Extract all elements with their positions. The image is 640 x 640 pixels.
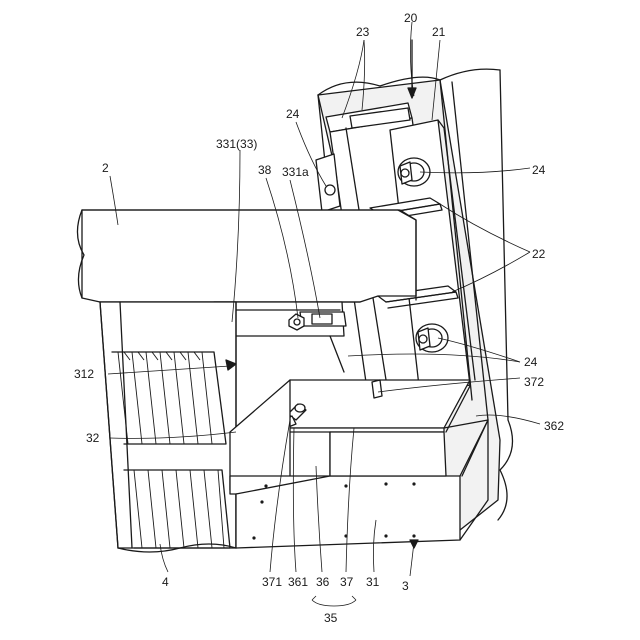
column-2 <box>77 210 416 302</box>
arrow-3 <box>410 540 418 548</box>
label-362: 362 <box>544 419 564 433</box>
bolt-lower <box>416 324 448 352</box>
label-22: 22 <box>532 247 546 261</box>
label-3: 3 <box>402 579 409 593</box>
label-31: 31 <box>366 575 380 589</box>
label-35: 35 <box>324 611 338 625</box>
label-37: 37 <box>340 575 354 589</box>
label-38: 38 <box>258 163 272 177</box>
label-312: 312 <box>74 367 94 381</box>
label-20: 20 <box>404 11 418 25</box>
label-372: 372 <box>524 375 544 389</box>
label-36: 36 <box>316 575 330 589</box>
label-371: 371 <box>262 575 282 589</box>
stopper-372 <box>372 380 382 398</box>
label-24-top: 24 <box>286 107 300 121</box>
label-331-33: 331(33) <box>216 137 257 151</box>
label-23: 23 <box>356 25 370 39</box>
label-361: 361 <box>288 575 308 589</box>
label-4: 4 <box>162 575 169 589</box>
label-32: 32 <box>86 431 100 445</box>
arrow-20 <box>408 40 416 98</box>
label-24-lower: 24 <box>524 355 538 369</box>
label-331a: 331a <box>282 165 309 179</box>
label-24-right: 24 <box>532 163 546 177</box>
label-2: 2 <box>102 161 109 175</box>
label-21: 21 <box>432 25 446 39</box>
